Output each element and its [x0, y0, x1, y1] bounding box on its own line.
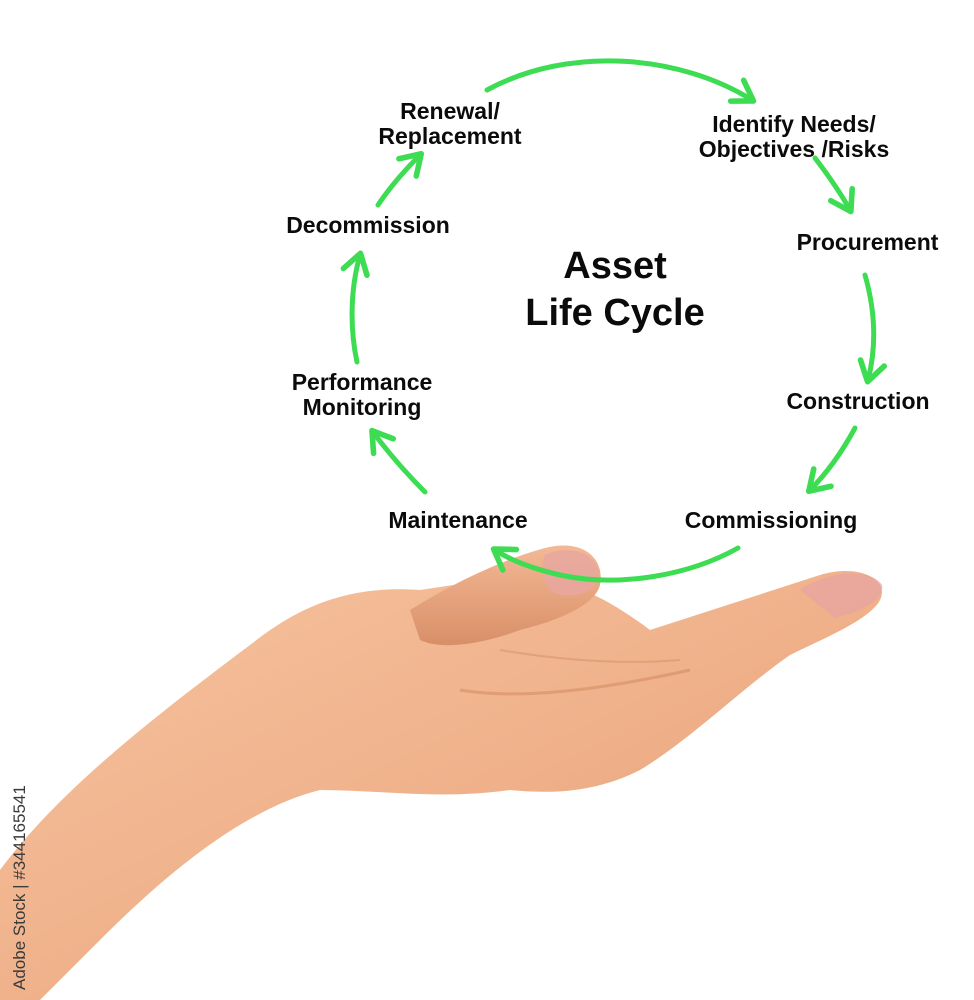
step-label-line: Objectives /Risks — [698, 136, 890, 162]
step-maintenance: Maintenance — [360, 508, 556, 533]
step-identify-needs: Identify Needs/ Objectives /Risks — [664, 112, 924, 162]
palm-crease — [499, 649, 681, 663]
diagram-title: Asset Life Cycle — [470, 243, 760, 337]
step-commissioning: Commissioning — [656, 508, 886, 533]
title-line: Life Cycle — [525, 292, 705, 334]
arrow-procurement-to-construction — [857, 272, 888, 385]
step-label-line: Decommission — [286, 212, 450, 238]
step-label-line: Replacement — [378, 123, 522, 149]
step-label-line: Procurement — [796, 229, 939, 255]
arrow-identify-to-procurement — [812, 155, 856, 215]
cycle-arrows — [340, 58, 888, 583]
step-performance-monitoring: Performance Monitoring — [262, 370, 462, 420]
step-label-line: Maintenance — [388, 507, 528, 533]
title-line: Asset — [563, 245, 667, 287]
fingertip — [800, 573, 883, 618]
arrow-decommission-to-renewal — [375, 150, 425, 208]
arrow-performance-to-decommission — [340, 250, 370, 365]
hand-palm — [0, 571, 882, 1000]
step-label-line: Construction — [786, 388, 930, 414]
step-label-line: Renewal/ — [400, 98, 500, 124]
arrow-construction-to-commissioning — [805, 425, 858, 495]
palm-crease — [459, 668, 691, 696]
step-label-line: Identify Needs/ — [712, 111, 876, 137]
step-construction: Construction — [760, 389, 956, 414]
step-renewal-replacement: Renewal/ Replacement — [352, 99, 548, 149]
stock-watermark: Adobe Stock | #344165541 — [10, 785, 29, 990]
arrow-commissioning-to-maintenance — [490, 545, 741, 583]
step-label-line: Commissioning — [684, 507, 858, 533]
step-decommission: Decommission — [258, 213, 478, 238]
step-procurement: Procurement — [770, 230, 965, 255]
step-label-line: Performance — [291, 369, 433, 395]
arrow-maintenance-to-performance — [369, 427, 428, 495]
arrow-renewal-to-identify — [484, 58, 757, 104]
thumbnail — [542, 550, 599, 596]
step-label-line: Monitoring — [302, 394, 422, 420]
